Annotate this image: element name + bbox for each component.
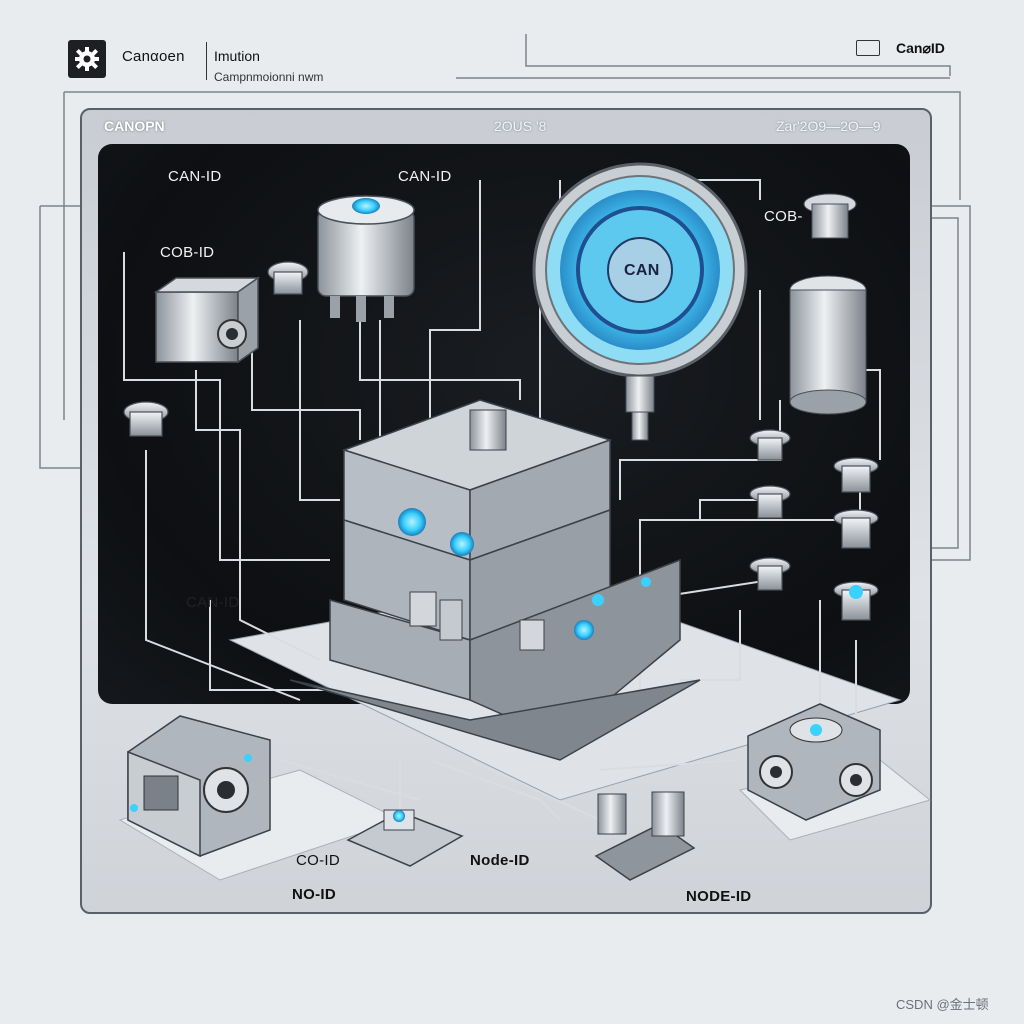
label-no-id: NO-ID (292, 886, 336, 903)
node-board-center (346, 809, 464, 867)
header-divider (206, 42, 207, 80)
label-cob-id-left: COB-ID (160, 244, 215, 261)
section-subtitle: Campnmoionni nwm (214, 70, 324, 84)
label-node-id-right: NODE-ID (686, 888, 752, 905)
id-tag-icon (856, 40, 880, 56)
actuator-stack-right (789, 193, 867, 415)
label-co-id: CO-ID (296, 852, 340, 869)
motor-drum (317, 195, 415, 322)
node-module-right (747, 703, 881, 821)
watermark: CSDN @金士顿 (896, 997, 989, 1012)
gear-icon[interactable] (68, 40, 106, 78)
sensor-module-left (153, 276, 261, 364)
panel-title-center: 2OUS '8 (494, 118, 547, 134)
label-cob-right: COB- (764, 208, 803, 225)
camera-module-left (127, 715, 271, 858)
node-board-right (594, 791, 696, 881)
section-title: Imution (214, 48, 260, 64)
panel-title-left: CANOPN (104, 118, 165, 134)
can-gauge (532, 162, 748, 441)
panel-title-right: Zar'2O9—2O—9 (776, 118, 881, 134)
label-can-id-top-center: CAN-ID (398, 168, 452, 185)
label-can-gauge: CAN (624, 262, 660, 279)
controller-rack (289, 399, 701, 761)
label-can-id-mid-left: CAN-ID (186, 594, 240, 611)
app-title: Canαoen (122, 48, 185, 65)
header-right-label: Can⌀ID (896, 40, 945, 56)
label-can-id-top-left: CAN-ID (168, 168, 222, 185)
label-node-id-center: Node-ID (470, 852, 530, 869)
